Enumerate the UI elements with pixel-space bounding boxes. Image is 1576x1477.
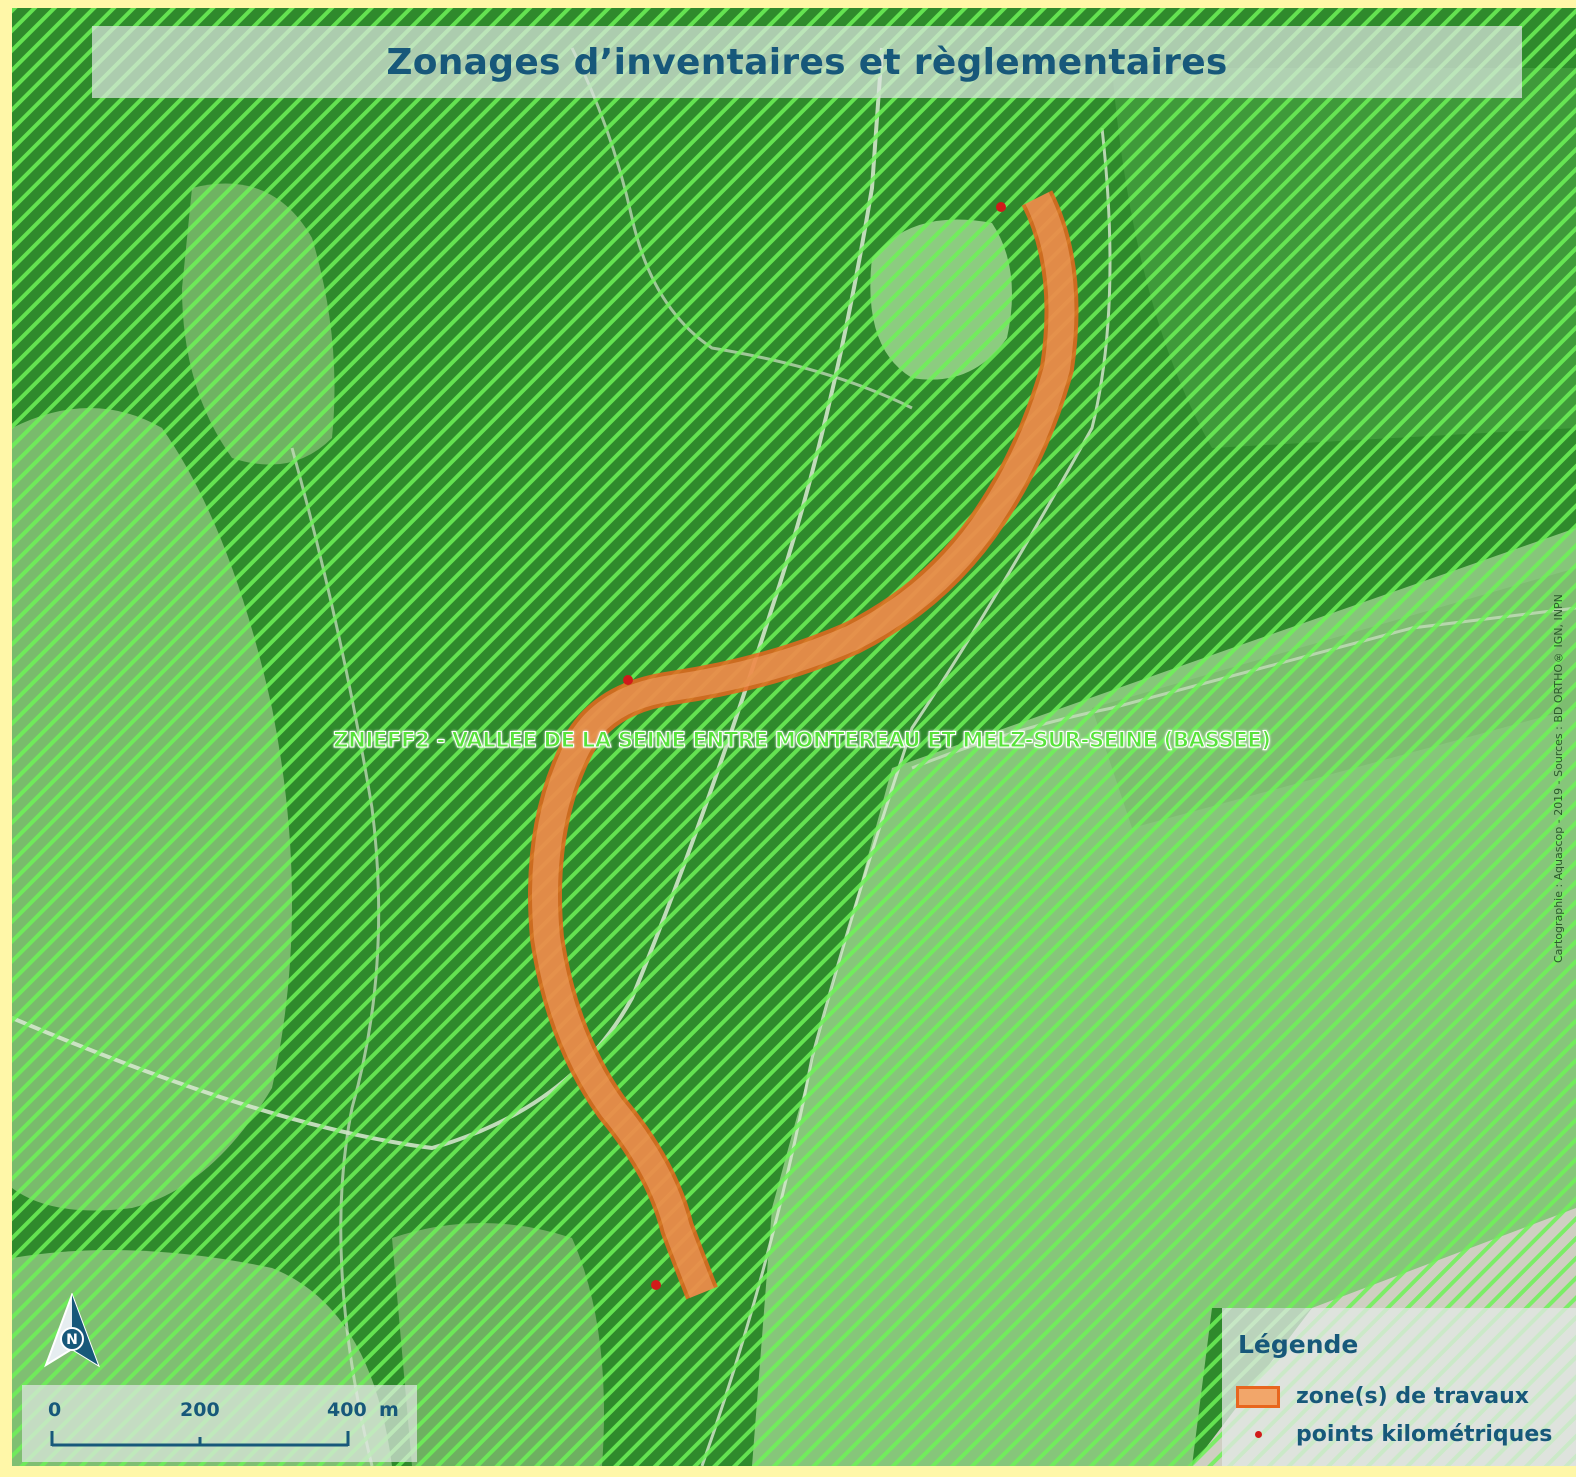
legend-title: Légende xyxy=(1238,1330,1359,1359)
scale-bar-box: 0 200 400 m xyxy=(22,1385,417,1462)
north-arrow-icon: N xyxy=(44,1293,100,1368)
map-credit: Cartographie : Aquascop - 2019 - Sources… xyxy=(1552,594,1565,963)
title-banner: Zonages d’inventaires et règlementaires xyxy=(92,26,1522,98)
znieff2-label: ZNIEFF2 - VALLEE DE LA SEINE ENTRE MONTE… xyxy=(333,728,1272,753)
north-letter: N xyxy=(66,1332,78,1348)
legend-item-label: zone(s) de travaux xyxy=(1296,1384,1529,1409)
work-zone-swatch-icon xyxy=(1236,1385,1280,1408)
legend-panel: Légende zone(s) de travaux points kilomé… xyxy=(1222,1308,1576,1466)
scale-bar-line xyxy=(50,1431,350,1447)
red-dot-icon xyxy=(1236,1424,1280,1446)
scale-label-0: 0 xyxy=(48,1399,62,1421)
map-title: Zonages d’inventaires et règlementaires xyxy=(386,41,1228,83)
pk-point[interactable] xyxy=(623,675,633,685)
legend-item-pk-points: points kilométriques xyxy=(1236,1422,1552,1447)
legend-item-label: points kilométriques xyxy=(1296,1422,1553,1447)
scale-unit: m xyxy=(379,1399,399,1421)
scale-label-400: 400 xyxy=(327,1399,367,1421)
znieff2-hatch xyxy=(12,8,1576,1466)
map-frame: Zonages d’inventaires et règlementaires … xyxy=(12,8,1576,1466)
legend-item-work-zone: zone(s) de travaux xyxy=(1236,1384,1529,1409)
scale-label-200: 200 xyxy=(180,1399,220,1421)
pk-point[interactable] xyxy=(996,202,1006,212)
work-zone-inner xyxy=(532,192,1075,1298)
pk-point[interactable] xyxy=(651,1280,661,1290)
map-canvas[interactable] xyxy=(12,8,1576,1466)
